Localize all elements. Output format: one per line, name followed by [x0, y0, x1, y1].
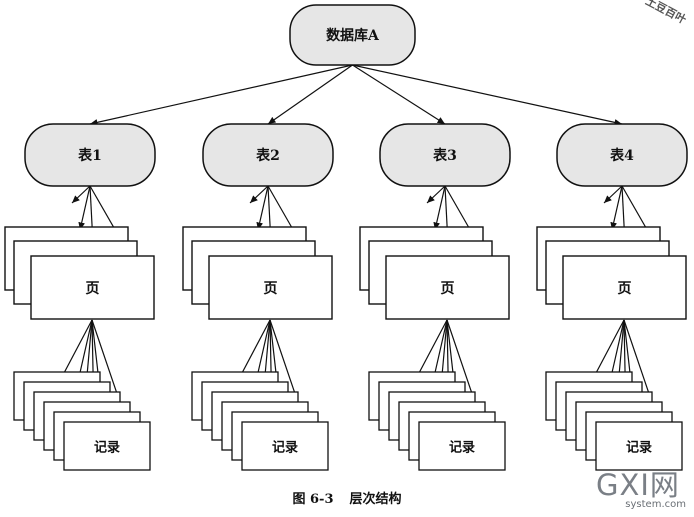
- table-node-4: [556, 123, 688, 187]
- table-node-1: [24, 123, 156, 187]
- edge-root-table-3: [352, 64, 446, 125]
- edge-root-table-4: [352, 64, 623, 126]
- logo-subtext: system.com: [625, 499, 686, 510]
- site-logo: GXI网 system.com: [596, 470, 688, 512]
- page-label-1: 页: [86, 281, 100, 297]
- figure-title: 层次结构: [349, 492, 402, 507]
- table-label-4: 表4: [609, 147, 634, 164]
- page-label-4: 页: [618, 281, 632, 297]
- table-label-2: 表2: [255, 147, 280, 164]
- page-node-3-3: [385, 255, 510, 320]
- edge-table-page-3-1: [426, 185, 446, 204]
- table-label-3: 表3: [432, 147, 457, 164]
- record-label-3: 记录: [449, 441, 475, 456]
- logo-text: GXI网: [596, 468, 680, 502]
- edge-table-page-1-1: [71, 185, 91, 204]
- edge-table-page-3-2: [433, 185, 446, 231]
- page-node-1-3: [30, 255, 155, 320]
- record-node-3-6: [418, 421, 506, 471]
- page-node-2-3: [208, 255, 333, 320]
- figure-number: 图 6-3: [292, 492, 334, 507]
- record-node-4-6: [595, 421, 683, 471]
- figure-caption: 图 6-3 层次结构: [0, 488, 694, 507]
- record-node-2-6: [241, 421, 329, 471]
- edge-root-table-1: [89, 64, 353, 126]
- edge-table-page-2-2: [256, 185, 269, 231]
- record-label-1: 记录: [94, 441, 120, 456]
- page-node-4-3: [562, 255, 687, 320]
- record-node-1-6: [63, 421, 151, 471]
- edge-root-table-2: [267, 64, 353, 125]
- table-node-2: [202, 123, 334, 187]
- root-label: 数据库A: [326, 27, 380, 44]
- diagram-nodes: 数据库A 表1 页记录 表2 页记录 表3 页记录 表4 页记录: [4, 4, 688, 471]
- edge-table-page-1-2: [78, 185, 91, 231]
- record-label-4: 记录: [626, 441, 652, 456]
- page-label-2: 页: [264, 281, 278, 297]
- edge-table-page-4-1: [603, 185, 623, 204]
- root-node: [289, 4, 416, 66]
- record-label-2: 记录: [272, 441, 298, 456]
- edge-table-page-4-2: [610, 185, 623, 231]
- edge-table-page-2-1: [249, 185, 269, 204]
- table-label-1: 表1: [77, 147, 102, 164]
- page-label-3: 页: [441, 281, 455, 297]
- table-node-3: [379, 123, 511, 187]
